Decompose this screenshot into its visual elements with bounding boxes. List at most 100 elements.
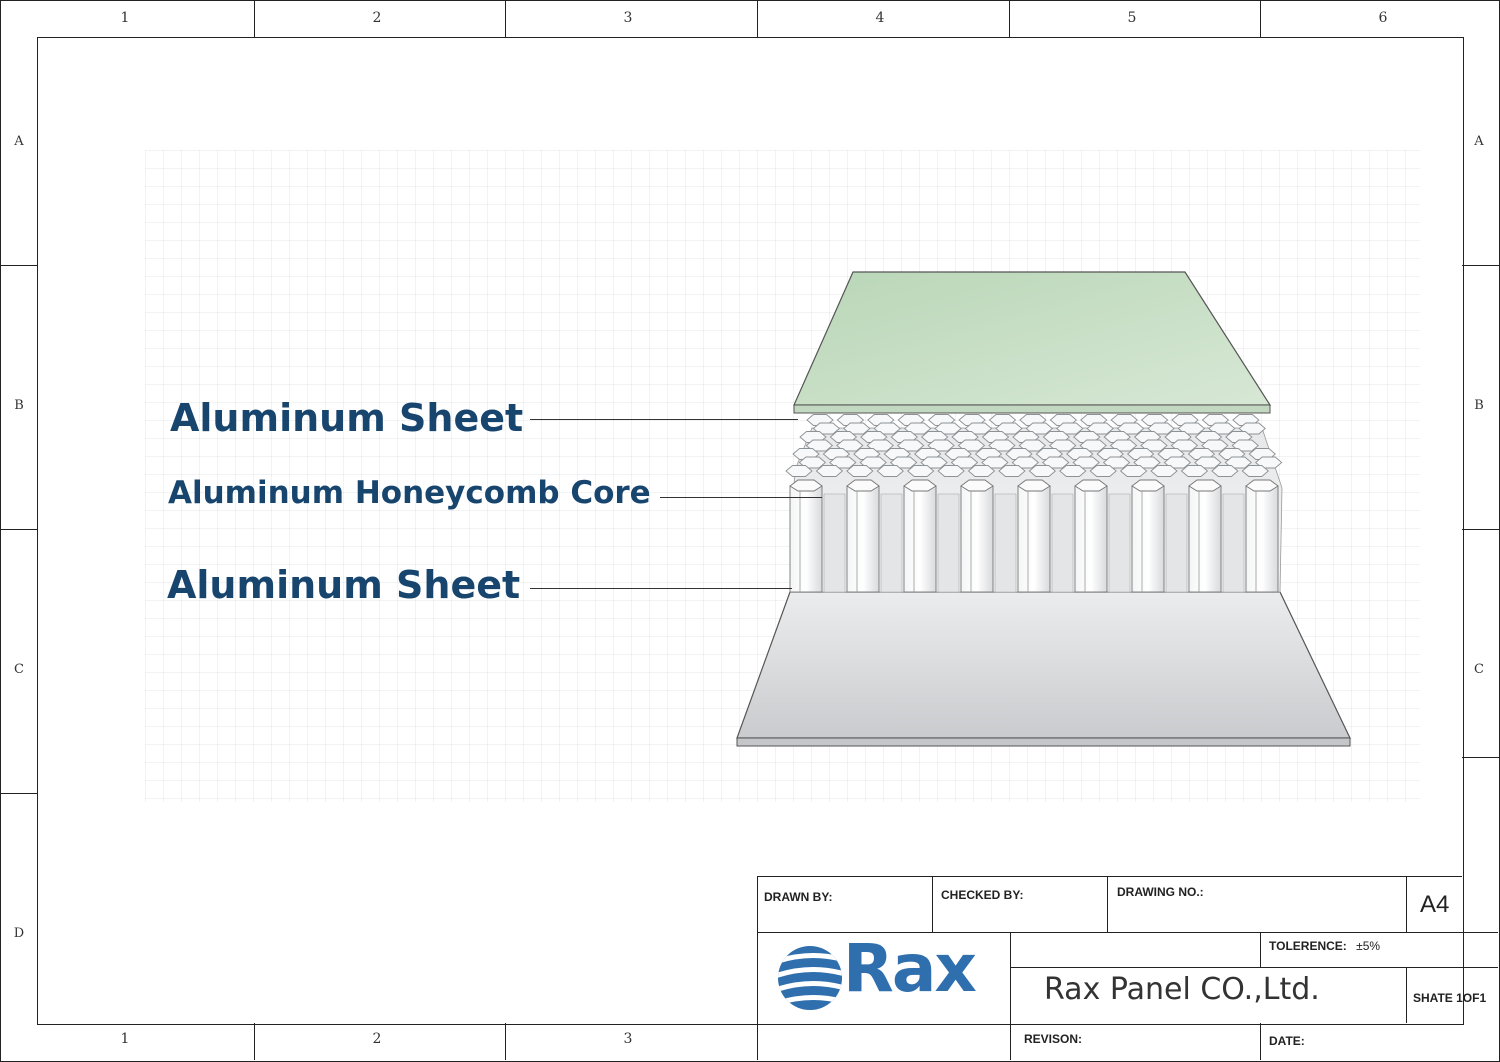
leader-line-core (660, 497, 822, 498)
revision-field: REVISON: (1024, 1032, 1083, 1046)
zone-divider (1462, 265, 1499, 266)
honeycomb-gap (994, 493, 1017, 593)
zone-row-c-right: C (1474, 662, 1484, 677)
honeycomb-cell (815, 465, 844, 477)
honeycomb-cell (1089, 465, 1117, 477)
zone-divider (505, 0, 506, 37)
drawing-frame-inner (37, 37, 1464, 1025)
honeycomb-core (785, 414, 1283, 593)
zone-row-b-left: B (14, 398, 24, 413)
title-block-line (1406, 876, 1407, 932)
title-block-line (757, 932, 1498, 933)
zone-row-b-right: B (1474, 398, 1484, 413)
drawn-by-field: DRAWN BY: (764, 890, 833, 904)
honeycomb-cell (1180, 465, 1209, 477)
zone-divider (1462, 529, 1499, 530)
honeycomb-gap (823, 493, 846, 593)
zone-divider (0, 793, 37, 794)
honeycomb-column (1074, 479, 1108, 593)
honeycomb-cell (998, 465, 1026, 477)
honeycomb-gap (1165, 493, 1188, 593)
honeycomb-gap (880, 493, 903, 593)
honeycomb-gap (1108, 493, 1131, 593)
honeycomb-cell (1211, 465, 1239, 477)
honeycomb-gap (1222, 493, 1245, 593)
honeycomb-column (1245, 479, 1279, 593)
zone-divider (0, 265, 37, 266)
tolerance-label: TOLERENCE: (1269, 939, 1347, 953)
drawing-number-field: DRAWING NO.: (1117, 885, 1204, 899)
zone-divider (0, 529, 37, 530)
zone-col-2-top: 2 (372, 10, 382, 26)
top-aluminum-sheet (793, 271, 1272, 414)
honeycomb-cell (785, 465, 813, 477)
honeycomb-cell (1059, 465, 1087, 477)
zone-divider (254, 0, 255, 37)
honeycomb-cell (1150, 465, 1178, 477)
honeycomb-cell (1119, 465, 1148, 477)
honeycomb-cell-walls (789, 479, 1279, 593)
zone-col-1-bottom: 1 (120, 1031, 130, 1047)
honeycomb-cell (967, 465, 996, 477)
tolerance-value: ±5% (1356, 939, 1381, 953)
honeycomb-column (1188, 479, 1222, 593)
title-block-line (1260, 1023, 1261, 1060)
rax-logo: Rax (777, 936, 1017, 1014)
zone-row-a-right: A (1474, 134, 1484, 149)
honeycomb-cell (876, 465, 904, 477)
honeycomb-gap (937, 493, 960, 593)
honeycomb-column (1131, 479, 1165, 593)
zone-divider (1009, 0, 1010, 37)
title-block-line (1010, 967, 1498, 968)
leader-line-bottom-sheet (530, 588, 792, 589)
label-honeycomb-core: Aluminum Honeycomb Core (168, 475, 651, 511)
title-block-line (757, 876, 1462, 877)
honeycomb-column (846, 479, 880, 593)
globe-icon (778, 946, 842, 1010)
checked-by-field: CHECKED BY: (941, 888, 1024, 902)
honeycomb-cell (906, 465, 935, 477)
zone-divider (1260, 0, 1261, 37)
zone-col-4-top: 4 (875, 10, 885, 26)
honeycomb-cell (1028, 465, 1057, 477)
zone-col-2-bottom: 2 (372, 1031, 382, 1047)
honeycomb-cell (846, 465, 874, 477)
zone-divider (254, 1023, 255, 1060)
title-block-line (1107, 876, 1108, 932)
tolerance-field: TOLERENCE: ±5% (1269, 939, 1380, 953)
zone-col-3-top: 3 (623, 10, 633, 26)
company-name: Rax Panel CO.,Ltd. (1044, 972, 1320, 1007)
zone-divider (757, 0, 758, 37)
title-block-line (932, 876, 933, 932)
logo-wordmark: Rax (843, 930, 977, 1007)
zone-col-5-top: 5 (1127, 10, 1137, 26)
honeycomb-column (903, 479, 937, 593)
zone-row-c-left: C (14, 662, 24, 677)
zone-col-3-bottom: 3 (623, 1031, 633, 1047)
date-field: DATE: (1269, 1034, 1305, 1048)
sheet-number: SHATE 1OF1 (1413, 991, 1487, 1005)
zone-divider (505, 1023, 506, 1060)
zone-row-d-left: D (13, 926, 25, 941)
zone-col-1-top: 1 (120, 10, 130, 26)
zone-row-a-left: A (14, 134, 24, 149)
honeycomb-cell (1241, 465, 1269, 477)
title-block-line (1260, 932, 1261, 967)
label-top-aluminum-sheet: Aluminum Sheet (170, 396, 524, 440)
honeycomb-column (1017, 479, 1051, 593)
honeycomb-gap (1051, 493, 1074, 593)
honeycomb-column (960, 479, 994, 593)
title-block-line (1406, 967, 1407, 1023)
leader-line-top-sheet (530, 419, 798, 420)
title-block-line (1010, 932, 1011, 1060)
title-block-line (757, 876, 758, 1060)
honeycomb-column (789, 479, 823, 593)
zone-col-6-top: 6 (1378, 10, 1388, 26)
label-bottom-aluminum-sheet: Aluminum Sheet (167, 563, 521, 607)
honeycomb-cell (937, 465, 965, 477)
zone-divider (1462, 757, 1499, 758)
sheet-size: A4 (1420, 891, 1450, 918)
bottom-aluminum-sheet (736, 591, 1351, 747)
honeycomb-cells-top (785, 414, 1283, 477)
